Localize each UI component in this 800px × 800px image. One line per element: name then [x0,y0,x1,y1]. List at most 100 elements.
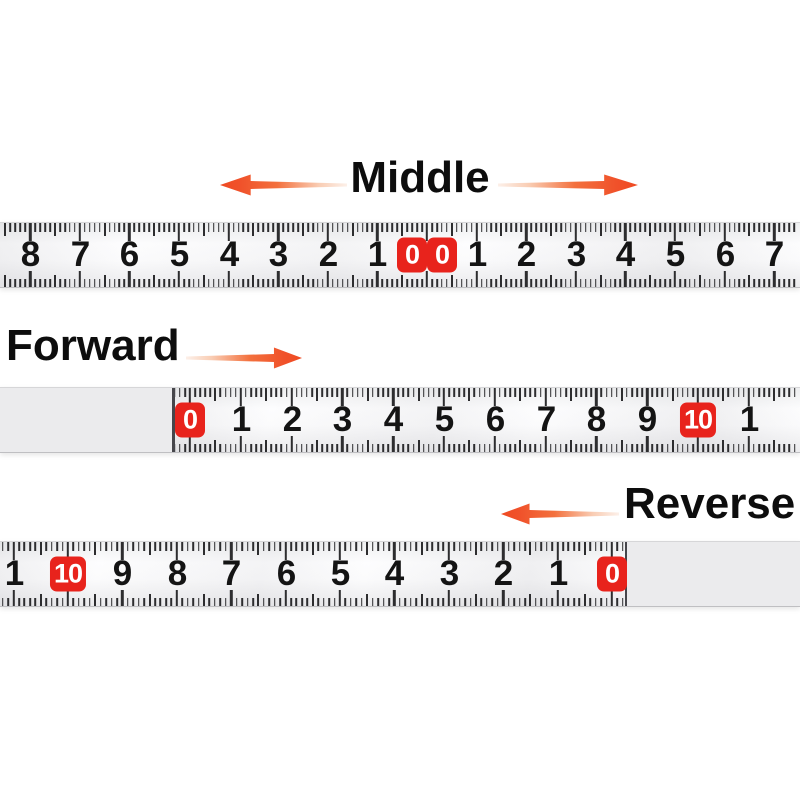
tick-mark [116,542,118,551]
tick-mark [267,223,270,232]
tick-mark [285,388,288,397]
tick-mark [411,223,413,232]
tick-mark [175,590,178,606]
tick-mark [570,223,572,232]
tick-mark [377,598,379,606]
tick-mark [295,598,298,606]
tick-mark [322,542,325,551]
tick-mark [377,444,379,452]
tick-mark [524,598,526,606]
tick-mark [513,598,515,606]
tick-mark [605,444,608,452]
tick-mark [431,223,433,232]
ruler-number: 8 [167,554,187,593]
tick-mark [687,444,689,452]
tick-mark [242,223,245,232]
tick-mark [594,542,597,551]
tick-mark [666,444,669,452]
tick-mark [263,542,265,551]
tick-mark [69,223,71,232]
ruler-number: 3 [439,554,459,593]
tick-mark [54,223,56,236]
tick-mark [609,223,612,232]
tick-mark [241,598,243,606]
tick-mark [234,444,237,452]
tick-mark [595,388,598,406]
tick-mark [224,542,227,551]
tick-mark [768,388,770,397]
tick-mark [331,444,334,452]
tick-mark [19,223,22,232]
tick-mark [560,223,562,232]
tick-mark [336,279,339,287]
tick-mark [562,542,564,551]
tick-mark [105,542,107,551]
tick-mark [411,279,413,287]
tick-mark [747,388,750,406]
tick-mark [45,598,48,606]
tick-mark [268,542,271,551]
tick-mark [793,223,795,232]
tick-mark [554,444,557,452]
tick-mark [292,223,294,232]
tick-mark [381,279,384,287]
tick-mark [442,542,445,551]
tick-mark [579,223,582,232]
tick-mark [529,542,532,555]
ruler-number: 6 [715,235,735,274]
tick-mark [371,542,374,551]
tick-mark [696,388,700,406]
tick-mark [421,223,423,232]
tick-mark [128,271,131,287]
tick-mark [496,542,499,551]
tick-mark [331,223,334,232]
tick-mark [183,223,185,232]
tick-mark [446,279,448,287]
tick-mark [391,388,395,406]
tick-mark [458,542,461,551]
tick-mark [742,444,745,452]
ruler-number-boxed: 10 [49,556,87,592]
tick-mark [634,279,637,287]
tick-mark [753,444,755,452]
tick-mark [518,542,521,551]
tick-mark [480,598,483,606]
tick-mark [34,542,37,551]
tick-mark [600,388,603,397]
tick-mark [24,279,27,287]
tick-mark [252,542,254,551]
tick-mark [490,279,493,287]
ruler-number: 3 [566,235,586,274]
tick-mark [61,542,64,551]
tick-mark [388,598,390,606]
tick-mark [748,223,751,236]
tick-mark [351,275,354,287]
tick-mark [203,542,205,555]
tick-mark [133,279,136,287]
tick-mark [275,388,278,397]
tick-mark [415,598,417,606]
tick-mark [679,223,681,232]
tick-mark [355,542,358,551]
tick-mark [306,598,309,606]
tick-mark [239,388,242,406]
tick-mark [438,388,440,397]
tick-mark [783,279,785,287]
tick-mark [336,388,339,397]
tick-mark [12,542,15,560]
tick-mark [584,279,587,287]
tick-mark [280,388,283,397]
tick-mark [148,542,151,555]
tick-mark [59,279,61,287]
tick-mark [355,598,358,606]
tick-mark [143,279,146,287]
tick-mark [510,223,513,232]
tick-mark [495,279,498,287]
variant-label-middle: Middle [350,153,490,202]
tick-mark [458,388,461,397]
tick-mark [188,223,190,232]
tick-mark [763,223,766,232]
tick-mark [550,223,552,236]
tick-mark [565,223,567,232]
